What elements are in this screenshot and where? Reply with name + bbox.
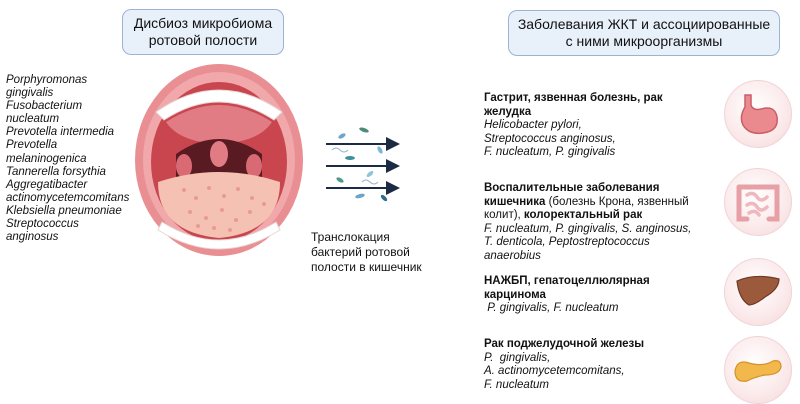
disease-head-line1: Рак поджелудочной железы [484,338,645,350]
tonsil-left [176,154,192,178]
upper-teeth [155,89,283,121]
organism-line: F. nucleatum, P. gingivalis [484,146,616,158]
species-item: Porphyromonas [6,74,88,86]
organism-line: Helicobacter pylori, [484,119,582,131]
disease-head-line1: НАЖБП, гепатоцеллюлярная [484,275,650,287]
intestine-icon [736,184,780,222]
bacteria-icons [331,127,388,202]
tongue-papillae [182,186,266,232]
tongue [158,172,280,238]
species-item: Prevotella intermedia [6,126,115,139]
oral-dysbiosis-title: Дисбиоз микробиома ротовой полости [122,9,284,55]
organism-line: P. gingivalis, [484,351,551,364]
gi-diseases-title-line2: с ними микроорганизмы [565,33,723,49]
disease-head-bold: кишечника [484,195,546,208]
organism-line: T. denticola, Peptostreptococcus [484,236,650,248]
disease-intestine: Воспалительные заболевания кишечника (бо… [484,182,724,263]
disease-head-plain: (болезнь Крона, язвенный [545,195,689,208]
gi-diseases-title-line1: Заболевания ЖКТ и ассоциированные [517,16,771,32]
species-item: Aggregatibacter [6,178,88,191]
oral-dysbiosis-title-line2: ротовой полости [148,32,258,48]
oral-species-list: Porphyromonas gingivalis Fusobacterium n… [6,74,129,244]
species-item: anginosus [6,231,59,244]
organism-line: A. actinomycetemcomitans, [484,365,625,377]
species-item: gingivalis [6,87,54,100]
disease-pancreas: Рак поджелудочной железы P. gingivalis, … [484,338,716,392]
species-item: Prevotella [6,139,58,152]
disease-head-line1: Гастрит, язвенная болезнь, рак [484,92,663,104]
disease-head-plain: колит), [484,209,521,221]
disease-head-line2: желудка [484,105,532,118]
tonsil-right [246,154,262,178]
species-item: Tannerella forsythia [6,165,106,178]
oral-dysbiosis-title-line1: Дисбиоз микробиома [133,15,273,31]
gi-diseases-title: Заболевания ЖКТ и ассоциированные с ними… [508,10,780,56]
stomach-icon-circle [724,80,792,148]
liver-icon [736,275,780,306]
species-item: actinomycetemcomitans [6,191,130,204]
pancreas-icon-circle [724,336,792,404]
disease-liver: НАЖБП, гепатоцеллюлярная карцинома P. gi… [484,275,716,316]
lower-teeth [157,221,281,250]
caption-line1: Транслокация [311,230,390,244]
uvula [210,141,228,167]
bacteria-translocation-arrows [326,127,400,202]
stomach-icon [740,94,778,135]
translocation-caption: Транслокация бактерий ротовой полости в … [311,230,431,275]
liver-icon-circle [724,258,792,326]
species-item: Streptococcus [6,218,79,231]
organism-line: Streptococcus anginosus, [484,132,616,145]
intestine-icon-circle [724,168,792,236]
pancreas-icon [734,360,782,382]
species-item: Klebsiella pneumoniae [6,204,122,217]
caption-line2: бактерий ротовой [311,245,410,259]
organism-line: F. nucleatum, P. gingivalis, S. anginosu… [484,222,692,235]
organism-line: F. nucleatum [484,378,549,391]
species-item: Fusobacterium [6,100,83,113]
disease-stomach: Гастрит, язвенная болезнь, рак желудка H… [484,92,716,160]
palate [166,105,272,144]
caption-line3: полости в кишечник [311,260,422,274]
disease-head-line2: кишечника (болезнь Крона, язвенный [484,196,724,210]
organism-line: P. gingivalis, F. nucleatum [484,302,619,314]
disease-head-line3: колит), колоректальный рак [484,209,724,223]
organism-line: anaerobius [484,249,541,262]
species-item: nucleatum [6,113,60,126]
disease-head-line1: Воспалительные заболевания [484,182,660,194]
disease-head-line2: карцинома [484,288,546,301]
species-item: melaninogenica [6,152,87,165]
open-mouth-illustration [135,64,303,256]
disease-head-bold: колоректальный рак [520,209,643,221]
